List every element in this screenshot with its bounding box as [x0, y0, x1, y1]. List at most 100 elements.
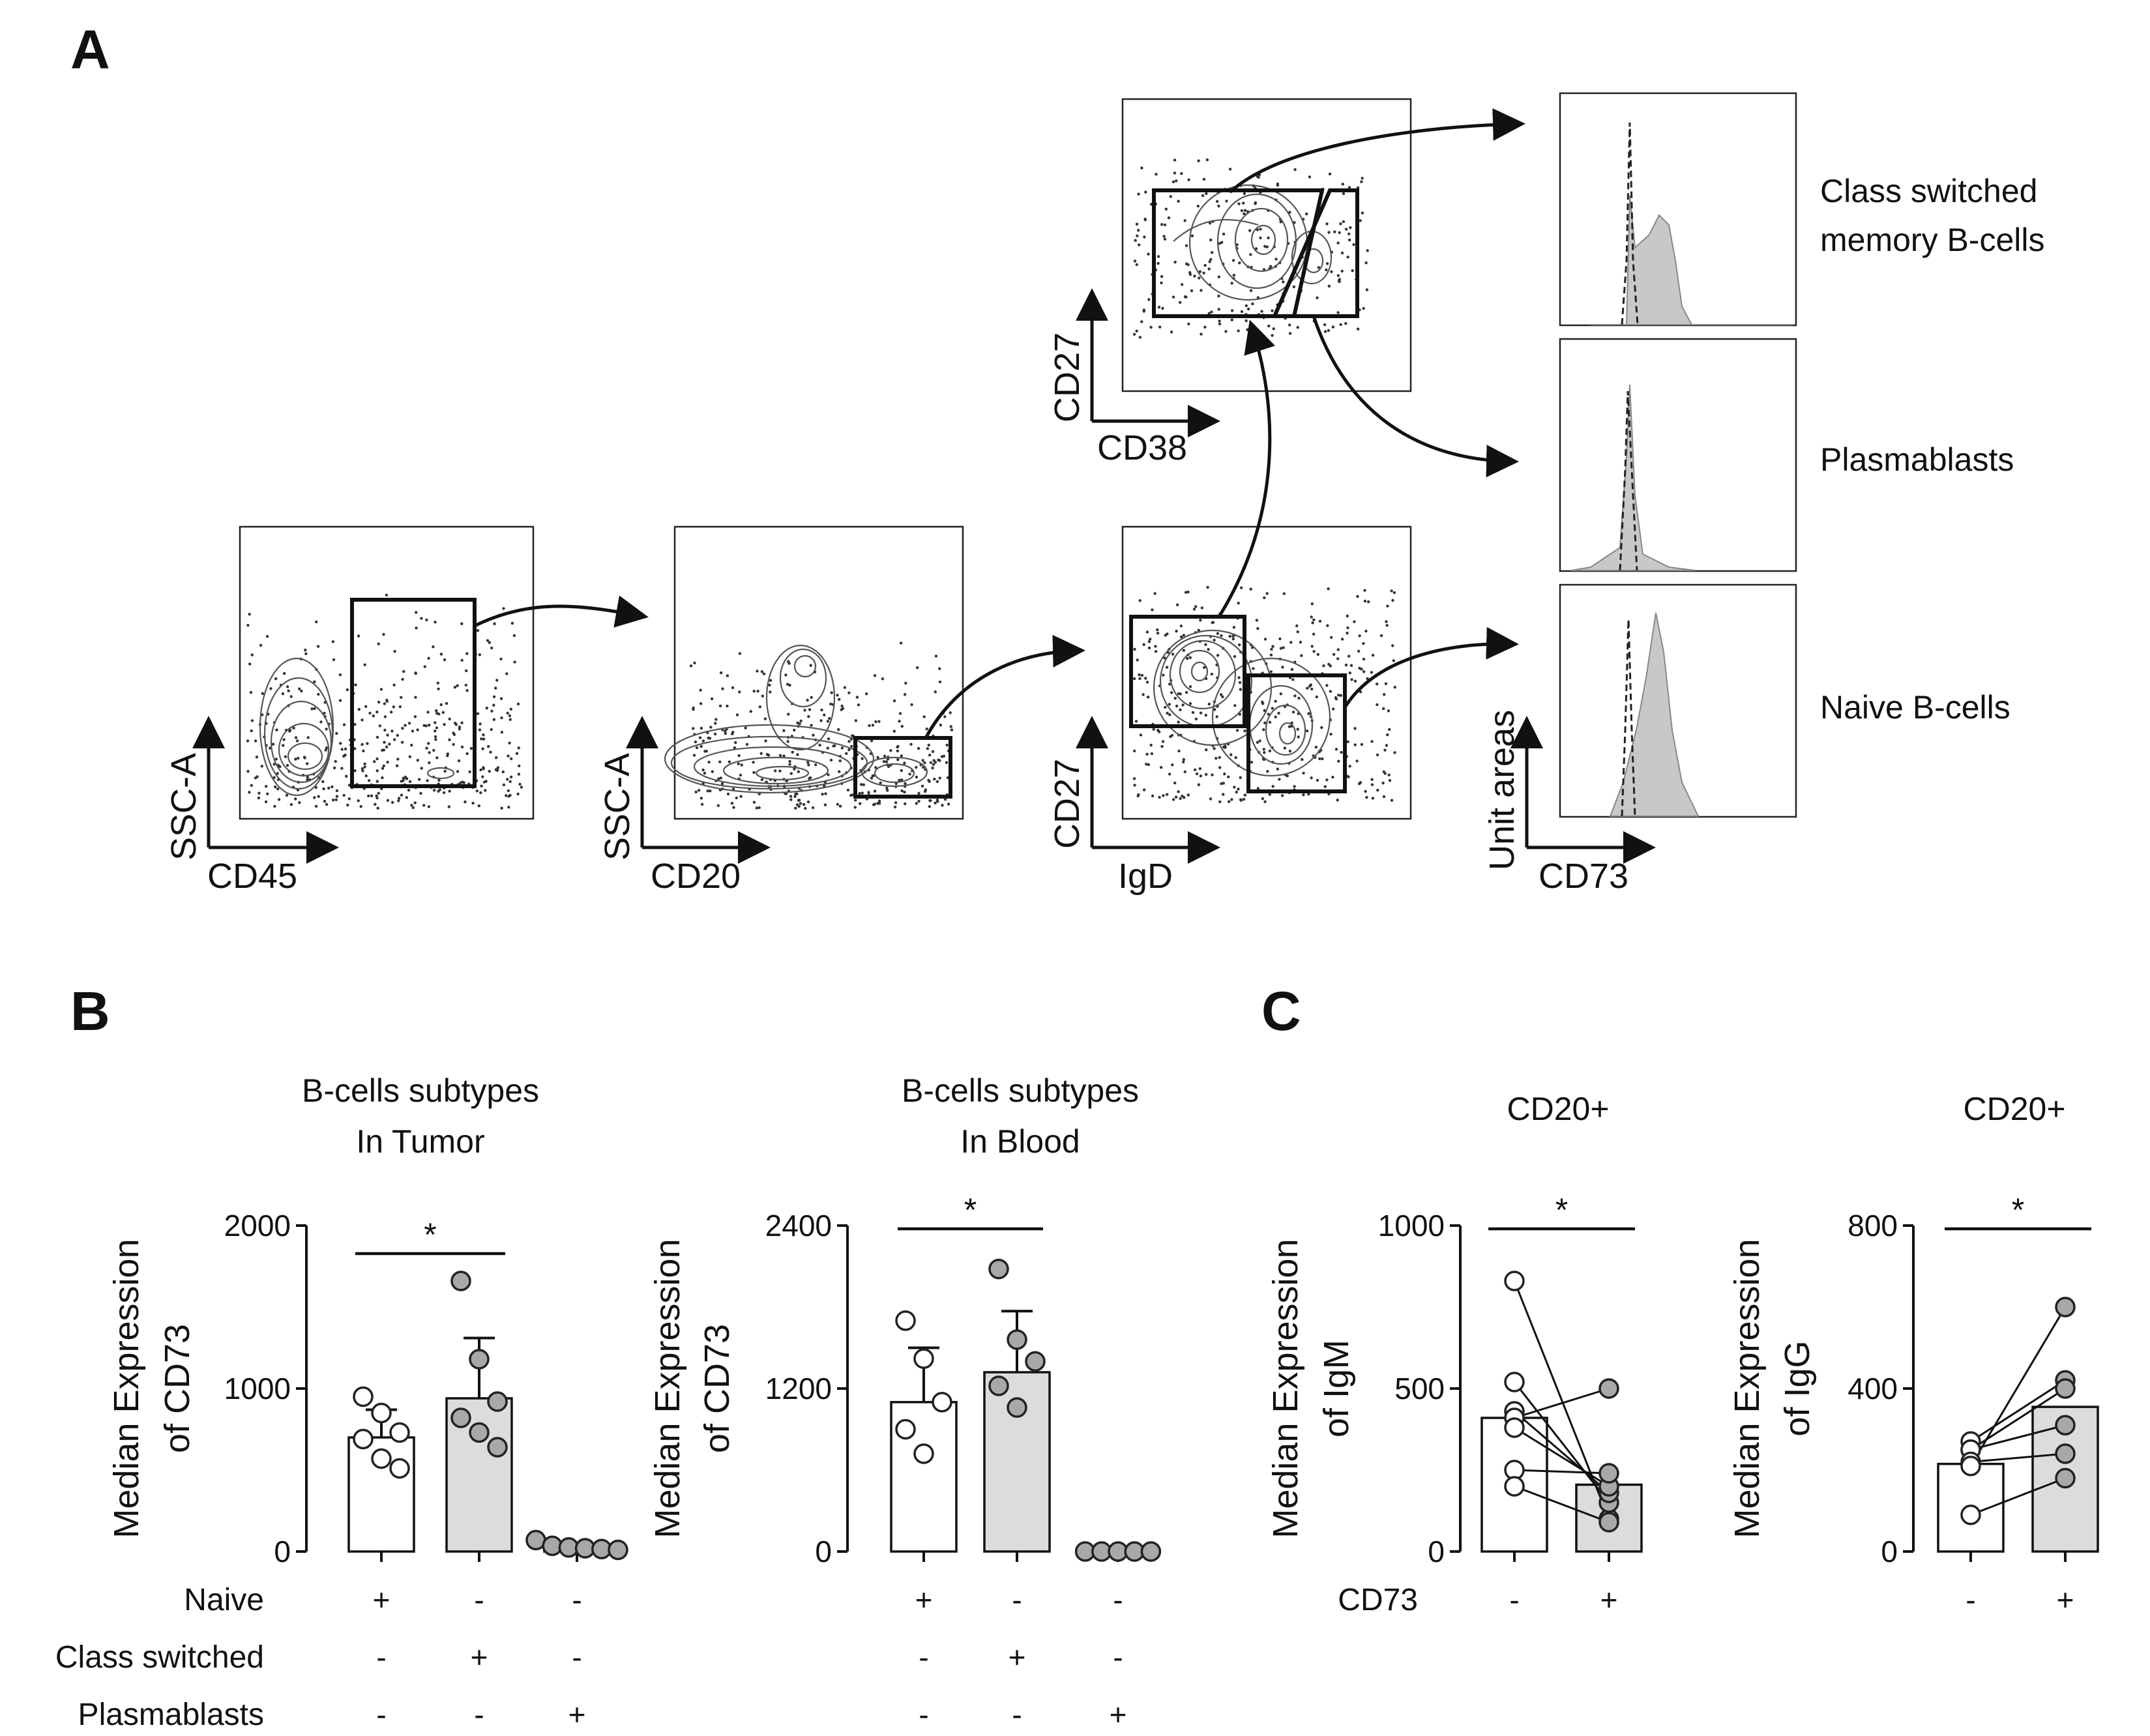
event-dot	[377, 642, 380, 645]
event-dot	[397, 799, 400, 802]
event-dot	[460, 721, 464, 725]
event-dot	[1311, 621, 1314, 625]
event-dot	[709, 789, 712, 793]
event-dot	[1256, 787, 1260, 790]
event-dot	[265, 635, 269, 638]
chart-blood-ylabel-1: Median Expression	[648, 1239, 687, 1538]
event-dot	[465, 689, 469, 692]
data-point	[450, 1271, 471, 1291]
event-dot	[1133, 259, 1137, 263]
event-dot	[393, 738, 396, 741]
event-dot	[809, 664, 812, 667]
event-dot	[1249, 253, 1252, 256]
event-dot	[428, 724, 431, 727]
event-dot	[1350, 678, 1353, 681]
event-dot	[401, 727, 404, 730]
event-dot	[468, 770, 471, 774]
event-dot	[1146, 696, 1150, 699]
event-dot	[738, 690, 741, 694]
arrow-to-naive-hist	[1343, 626, 1519, 709]
event-dot	[733, 746, 737, 750]
event-dot	[1295, 624, 1299, 628]
event-dot	[882, 760, 886, 763]
event-dot	[298, 801, 301, 804]
event-dot	[1233, 786, 1236, 789]
event-dot	[331, 640, 335, 643]
event-dot	[1139, 733, 1143, 737]
significance-star: *	[1555, 1192, 1568, 1228]
event-dot	[476, 712, 480, 715]
event-dot	[1360, 180, 1363, 183]
event-dot	[830, 691, 833, 694]
event-dot	[1244, 304, 1248, 308]
event-dot	[1279, 647, 1283, 650]
event-dot	[1370, 778, 1374, 781]
y-tick-label: 0	[1428, 1535, 1445, 1568]
chart-tumor-ylabel-1: Median Expression	[107, 1239, 146, 1538]
event-dot	[325, 802, 329, 806]
event-dot	[1230, 318, 1234, 321]
data-point	[1598, 1463, 1619, 1484]
event-dot	[1179, 635, 1183, 639]
event-dot	[408, 780, 412, 784]
event-dot	[1263, 709, 1267, 713]
event-dot	[1351, 269, 1354, 272]
sign-blood-naive-naive: +	[915, 1583, 933, 1617]
event-dot	[1200, 606, 1204, 610]
event-dot	[1234, 756, 1237, 759]
event-dot	[1296, 630, 1299, 634]
event-dot	[1349, 664, 1353, 667]
pair-line	[1514, 1410, 1610, 1494]
event-dot	[718, 704, 722, 708]
event-dot	[1157, 306, 1161, 309]
event-dot	[1353, 743, 1357, 746]
data-point	[913, 1348, 934, 1369]
event-dot	[1182, 760, 1185, 764]
event-dot	[807, 715, 810, 718]
event-dot	[928, 780, 931, 784]
event-dot	[724, 732, 728, 735]
event-dot	[405, 796, 408, 799]
event-dot	[1174, 795, 1178, 799]
event-dot	[701, 768, 705, 772]
event-dot	[484, 789, 487, 792]
event-dot	[1202, 177, 1206, 181]
event-dot	[367, 794, 370, 798]
event-dot	[893, 805, 897, 809]
event-dot	[295, 739, 299, 743]
event-dot	[713, 732, 717, 736]
event-dot	[1237, 787, 1240, 791]
event-dot	[364, 705, 368, 709]
event-dot	[1271, 334, 1274, 337]
arrow-to-class-switched-hist	[1231, 108, 1525, 192]
event-dot	[1360, 743, 1364, 746]
event-dot	[1179, 797, 1182, 801]
event-dot	[1185, 295, 1188, 299]
event-dot	[1188, 702, 1192, 705]
event-dot	[1195, 772, 1199, 776]
event-dot	[1228, 634, 1231, 638]
event-dot	[1213, 638, 1216, 642]
event-dot	[354, 683, 357, 686]
event-dot	[250, 784, 253, 787]
data-point	[487, 1437, 508, 1458]
event-dot	[1274, 699, 1277, 703]
event-dot	[943, 715, 947, 718]
event-dot	[1179, 625, 1183, 628]
data-point	[371, 1402, 392, 1424]
event-dot	[1271, 707, 1274, 710]
event-dot	[1145, 681, 1149, 684]
event-dot	[1308, 175, 1312, 179]
event-dot	[480, 737, 483, 741]
event-dot	[797, 804, 801, 808]
event-dot	[826, 746, 830, 750]
event-dot	[254, 739, 258, 743]
histogram-dashed-3	[1621, 619, 1636, 817]
event-dot	[837, 728, 840, 731]
event-dot	[847, 748, 851, 752]
event-dot	[862, 783, 866, 787]
event-dot	[1136, 658, 1139, 662]
gate-cd45-high	[350, 598, 477, 788]
event-dot	[833, 744, 836, 748]
